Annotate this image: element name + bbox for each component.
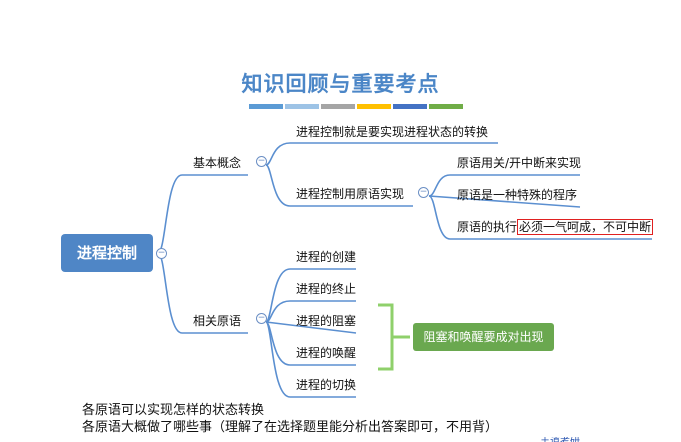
note-line-2: 各原语大概做了哪些事（理解了在选择题里能分析出答案即可，不用背） — [82, 420, 499, 435]
connector-child2-sub1 — [428, 174, 580, 197]
connector-child2-sub3 — [428, 195, 652, 240]
branch-related-primitives[interactable]: 相关原语 — [193, 314, 242, 328]
node-process-block[interactable]: 进程的阻塞 — [296, 314, 357, 328]
node-implemented-by-primitives[interactable]: 进程控制用原语实现 — [296, 187, 405, 201]
node-atomic-execution[interactable]: 原语的执行必须一气呵成，不可中断 — [457, 219, 654, 235]
note-line-1: 各原语可以实现怎样的状态转换 — [82, 403, 265, 418]
collapse-icon-primitives[interactable]: − — [418, 187, 429, 198]
connector-branch1-child2 — [265, 164, 413, 207]
clipped-watermark-text: 王道考研 — [540, 437, 590, 442]
atomic-execution-highlight: 必须一气呵成，不可中断 — [517, 219, 654, 235]
title-colorbar-5 — [393, 104, 427, 109]
connector-root-branch1 — [157, 174, 248, 254]
grouping-bracket — [378, 303, 410, 371]
page-title: 知识回顾与重要考点 — [241, 72, 440, 96]
node-process-wakeup[interactable]: 进程的唤醒 — [296, 346, 357, 360]
connector-branch2-child5 — [265, 321, 356, 398]
node-special-program[interactable]: 原语是一种特殊的程序 — [457, 188, 578, 202]
collapse-icon-basic-concepts[interactable]: − — [256, 156, 267, 167]
title-colorbar-6 — [429, 104, 463, 109]
collapse-icon-root[interactable]: − — [156, 248, 167, 259]
node-process-terminate[interactable]: 进程的终止 — [296, 282, 357, 296]
atomic-execution-prefix: 原语的执行 — [457, 220, 518, 234]
connector-branch1-child1 — [265, 142, 498, 166]
connector-branch2-child3 — [265, 321, 357, 334]
node-state-transition[interactable]: 进程控制就是要实现进程状态的转换 — [296, 125, 489, 139]
collapse-icon-related-primitives[interactable]: − — [256, 313, 267, 324]
title-colorbar-4 — [357, 104, 391, 109]
connector-branch2-child2 — [265, 300, 356, 323]
node-process-create[interactable]: 进程的创建 — [296, 250, 357, 264]
title-colorbar-1 — [249, 104, 283, 109]
connector-child2-sub2 — [428, 195, 581, 208]
branch-basic-concepts[interactable]: 基本概念 — [193, 156, 242, 170]
root-node[interactable]: 进程控制 — [61, 234, 153, 272]
title-colorbar-2 — [285, 104, 319, 109]
node-interrupt-switch[interactable]: 原语用关/开中断来实现 — [457, 156, 582, 170]
title-colorbar-3 — [321, 104, 355, 109]
node-process-switch[interactable]: 进程的切换 — [296, 378, 357, 392]
summary-node[interactable]: 阻塞和唤醒要成对出现 — [413, 323, 554, 351]
